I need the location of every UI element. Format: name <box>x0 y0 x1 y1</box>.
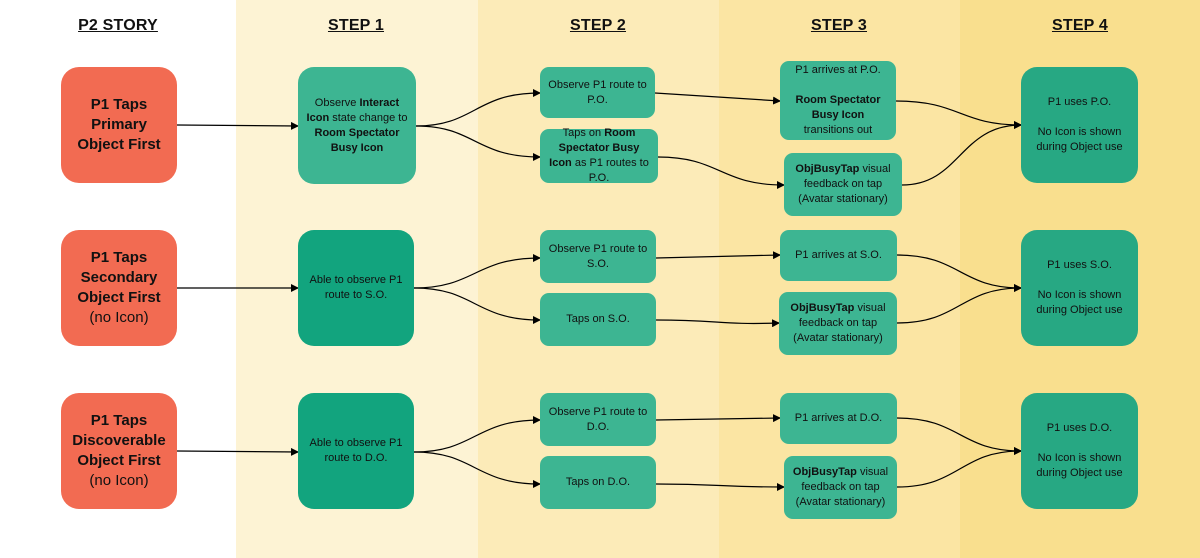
step3b-post: visual feedback on tap (Avatar stationar… <box>795 466 889 508</box>
step4-box-secondary: P1 uses S.O. No Icon is shown during Obj… <box>1021 230 1138 346</box>
arrow-r1-step2a-step3a <box>654 92 781 105</box>
step4-line2: No Icon is shown during Object use <box>1036 452 1123 479</box>
step2b-box-discoverable: Taps on D.O. <box>540 456 656 509</box>
step2a-box-primary: Observe P1 route to P.O. <box>540 67 655 118</box>
step2b-text: Taps on D.O. <box>565 476 631 488</box>
step2a-text: Observe P1 route to D.O. <box>548 405 648 433</box>
step1-text-mid: state change to <box>329 111 408 124</box>
step3b-post: visual feedback on tap (Avatar stationar… <box>798 163 891 205</box>
step1-text: Able to observe P1 route to S.O. <box>309 274 403 301</box>
step3a-line1: P1 arrives at D.O. <box>794 412 883 424</box>
story-line3: Object First <box>77 289 161 306</box>
arrow-r1-step3a-step4 <box>895 100 1022 129</box>
step2a-box-discoverable: Observe P1 route to D.O. <box>540 393 656 446</box>
arrow-r1-story-step1 <box>176 121 299 130</box>
story-line2: Primary <box>91 116 147 133</box>
step3b-box-secondary: ObjBusyTap visual feedback on tap (Avata… <box>779 292 897 355</box>
step2a-box-secondary: Observe P1 route to S.O. <box>540 230 656 283</box>
arrow-r2-step1-step2b <box>413 287 541 324</box>
step1-text-bold2: Room Spectator Busy Icon <box>314 126 400 154</box>
header-step4: STEP 4 <box>1051 17 1109 34</box>
step4-box-primary: P1 uses P.O. No Icon is shown during Obj… <box>1021 67 1138 183</box>
step4-line2: No Icon is shown during Object use <box>1036 126 1123 153</box>
arrow-r3-step2b-step3b <box>655 482 785 491</box>
step3b-bold: ObjBusyTap <box>790 302 855 314</box>
step3b-post: visual feedback on tap (Avatar stationar… <box>793 302 886 344</box>
step1-text-bold1: Interact Icon <box>306 96 400 124</box>
step4-line2: No Icon is shown during Object use <box>1036 289 1123 316</box>
arrow-r3-step3b-step4 <box>896 447 1022 488</box>
step1-box-discoverable: Able to observe P1 route to D.O. <box>298 393 414 509</box>
arrow-r3-step2a-step3a <box>655 414 781 423</box>
story-sub: (no Icon) <box>89 309 149 326</box>
arrow-r2-step2b-step3b <box>655 319 780 328</box>
arrow-r3-step1-step2b <box>413 451 541 488</box>
story-line1: P1 Taps <box>90 249 148 266</box>
story-line1: P1 Taps <box>90 412 148 429</box>
arrow-r3-story-step1 <box>176 447 299 456</box>
story-line2: Secondary <box>80 269 158 286</box>
step1-box-primary: Observe Interact Icon state change to Ro… <box>298 67 416 184</box>
arrow-r1-step2b-step3b <box>657 156 785 189</box>
step4-line1: P1 uses P.O. <box>1047 96 1112 108</box>
step3a-line1: P1 arrives at P.O. <box>795 64 881 76</box>
story-line3: Object First <box>77 452 161 469</box>
header-step3: STEP 3 <box>810 17 868 34</box>
story-sub: (no Icon) <box>89 472 149 489</box>
step2b-text-post: as P1 routes to P.O. <box>571 157 649 184</box>
step1-text-pre: Observe <box>314 96 360 109</box>
step2b-box-secondary: Taps on S.O. <box>540 293 656 346</box>
arrow-r2-step1-step2a <box>413 254 541 289</box>
story-box-secondary: P1 Taps Secondary Object First (no Icon) <box>61 230 177 346</box>
arrow-r1-step1-step2b <box>415 125 541 161</box>
arrow-r2-step3b-step4 <box>896 284 1022 324</box>
step3a-box-primary: P1 arrives at P.O. Room Spectator Busy I… <box>780 61 896 140</box>
step3b-bold: ObjBusyTap <box>795 163 860 175</box>
step3a-line1: P1 arrives at S.O. <box>795 249 882 261</box>
step3b-bold: ObjBusyTap <box>792 466 857 478</box>
arrow-r3-step3a-step4 <box>896 417 1022 455</box>
story-box-discoverable: P1 Taps Discoverable Object First (no Ic… <box>61 393 177 509</box>
header-p2-story: P2 STORY <box>78 17 158 34</box>
arrow-r1-step3b-step4 <box>901 121 1022 186</box>
arrow-r3-step1-step2a <box>413 416 541 453</box>
step3b-box-primary: ObjBusyTap visual feedback on tap (Avata… <box>784 153 902 216</box>
step4-line1: P1 uses S.O. <box>1047 259 1112 271</box>
story-line2: Discoverable <box>72 432 166 449</box>
step3b-box-discoverable: ObjBusyTap visual feedback on tap (Avata… <box>784 456 897 519</box>
arrow-r2-step3a-step4 <box>896 254 1022 292</box>
step3a-box-secondary: P1 arrives at S.O. <box>780 230 897 281</box>
step2b-text-pre: Taps on <box>562 127 605 139</box>
story-box-primary: P1 Taps Primary Object First <box>61 67 177 183</box>
step2b-text-bold: Room Spectator Busy Icon <box>549 127 640 169</box>
step4-box-discoverable: P1 uses D.O. No Icon is shown during Obj… <box>1021 393 1138 509</box>
step4-line1: P1 uses D.O. <box>1046 422 1113 434</box>
step2a-text: Observe P1 route to S.O. <box>548 242 648 270</box>
story-line3: Object First <box>77 136 161 153</box>
step2b-box-primary: Taps on Room Spectator Busy Icon as P1 r… <box>540 127 658 184</box>
step3a-box-discoverable: P1 arrives at D.O. <box>780 393 897 444</box>
header-step1: STEP 1 <box>327 17 385 34</box>
arrow-r1-step1-step2a <box>415 89 541 127</box>
story-line1: P1 Taps <box>90 96 148 113</box>
step2a-text: Observe P1 route to P.O. <box>548 78 647 106</box>
step3a-post: transitions out <box>803 124 873 136</box>
step3a-bold: Room Spectator Busy Icon <box>795 94 881 121</box>
header-step2: STEP 2 <box>569 17 627 34</box>
step2b-text: Taps on S.O. <box>566 313 630 325</box>
step1-text: Able to observe P1 route to D.O. <box>309 437 403 464</box>
step1-box-secondary: Able to observe P1 route to S.O. <box>298 230 414 346</box>
arrow-r2-step2a-step3a <box>655 251 781 260</box>
